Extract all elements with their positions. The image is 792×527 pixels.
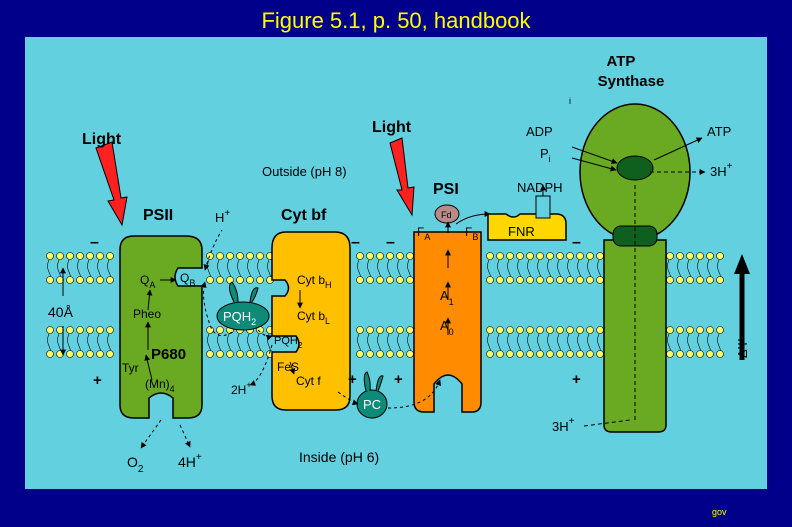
- delta-psi-arrow: [734, 254, 750, 360]
- footer-text: gov: [712, 507, 727, 517]
- psi-label: PSI: [433, 181, 459, 198]
- cyt-bh-label: Cyt bH: [297, 273, 332, 290]
- atp-synthase-label-2: Synthase: [598, 73, 665, 90]
- cytbf-label: Cyt bf: [281, 207, 327, 224]
- pqh2-mobile-carrier: [216, 281, 270, 331]
- plus-sign: +: [348, 371, 357, 388]
- inside-label: Inside (pH 6): [299, 449, 379, 465]
- fb-label: FB: [465, 225, 478, 242]
- tyr-label: Tyr: [122, 361, 139, 375]
- pc-mobile-carrier: [356, 371, 388, 419]
- plus-sign: +: [93, 372, 102, 389]
- a0-label: A0: [440, 318, 454, 337]
- light-right-label: Light: [372, 119, 412, 136]
- minus-sign: –: [351, 234, 360, 251]
- pheo-label: Pheo: [133, 307, 161, 321]
- h-in-label: 3H+: [552, 416, 575, 434]
- pi-label: Pi: [540, 146, 551, 164]
- fd-label: Fd: [441, 210, 452, 220]
- thickness-label: 40Å: [48, 304, 74, 320]
- atp-label: ATP: [707, 124, 731, 139]
- atp-synthase-subscript: i: [569, 96, 571, 106]
- 4h-plus-label: 4H+: [178, 452, 202, 470]
- fnr-complex: [487, 195, 567, 241]
- h-plus-top-label: H+: [215, 208, 230, 225]
- plus-sign: +: [394, 371, 403, 388]
- h-out-label: 3H+: [710, 161, 733, 179]
- 2h-plus-label: 2H+: [231, 380, 252, 397]
- membrane-charge-signs: – – – – + + + +: [90, 234, 581, 389]
- qb-label: QB: [180, 271, 195, 288]
- minus-sign: –: [90, 234, 99, 251]
- fnr-label: FNR: [508, 224, 535, 239]
- psii-label: PSII: [143, 207, 173, 224]
- o2-label: O2: [127, 454, 144, 475]
- cytf-label: Cyt f: [296, 374, 321, 388]
- nadph-label: NADPH: [517, 180, 563, 195]
- outside-label: Outside (pH 8): [262, 164, 347, 179]
- diagram-labels: ATP Synthase i ADP Pi ATP 3H+ 3H+ Light …: [48, 53, 750, 475]
- delta-psi-label: ΔΨ: [735, 338, 750, 358]
- fa-label: FA: [417, 225, 430, 242]
- mn-label: (Mn)4: [145, 377, 175, 394]
- minus-sign: –: [572, 234, 581, 251]
- plus-sign: +: [572, 371, 581, 388]
- pqh2-mobile-label: PQH2: [223, 309, 256, 327]
- qa-label: QA: [140, 273, 155, 290]
- minus-sign: –: [386, 234, 395, 251]
- cyt-bl-label: Cyt bL: [297, 309, 330, 326]
- fes-label: FeS: [277, 360, 299, 374]
- light-arrow-left: [95, 141, 128, 227]
- a1-label: A1: [440, 288, 454, 307]
- atp-synthase-label-1: ATP: [607, 53, 636, 70]
- light-arrow-right: [389, 137, 415, 217]
- adp-label: ADP: [526, 124, 553, 139]
- p680-label: P680: [151, 346, 186, 363]
- pc-label: PC: [363, 397, 381, 412]
- cytbf-pqh2-label: PQH2: [274, 335, 303, 350]
- psii-complex: [119, 235, 203, 419]
- light-left-label: Light: [82, 131, 122, 148]
- atp-synthase: [579, 103, 691, 433]
- electron-flow-arrows: [140, 137, 706, 449]
- figure-title: Figure 5.1, p. 50, handbook: [261, 8, 531, 33]
